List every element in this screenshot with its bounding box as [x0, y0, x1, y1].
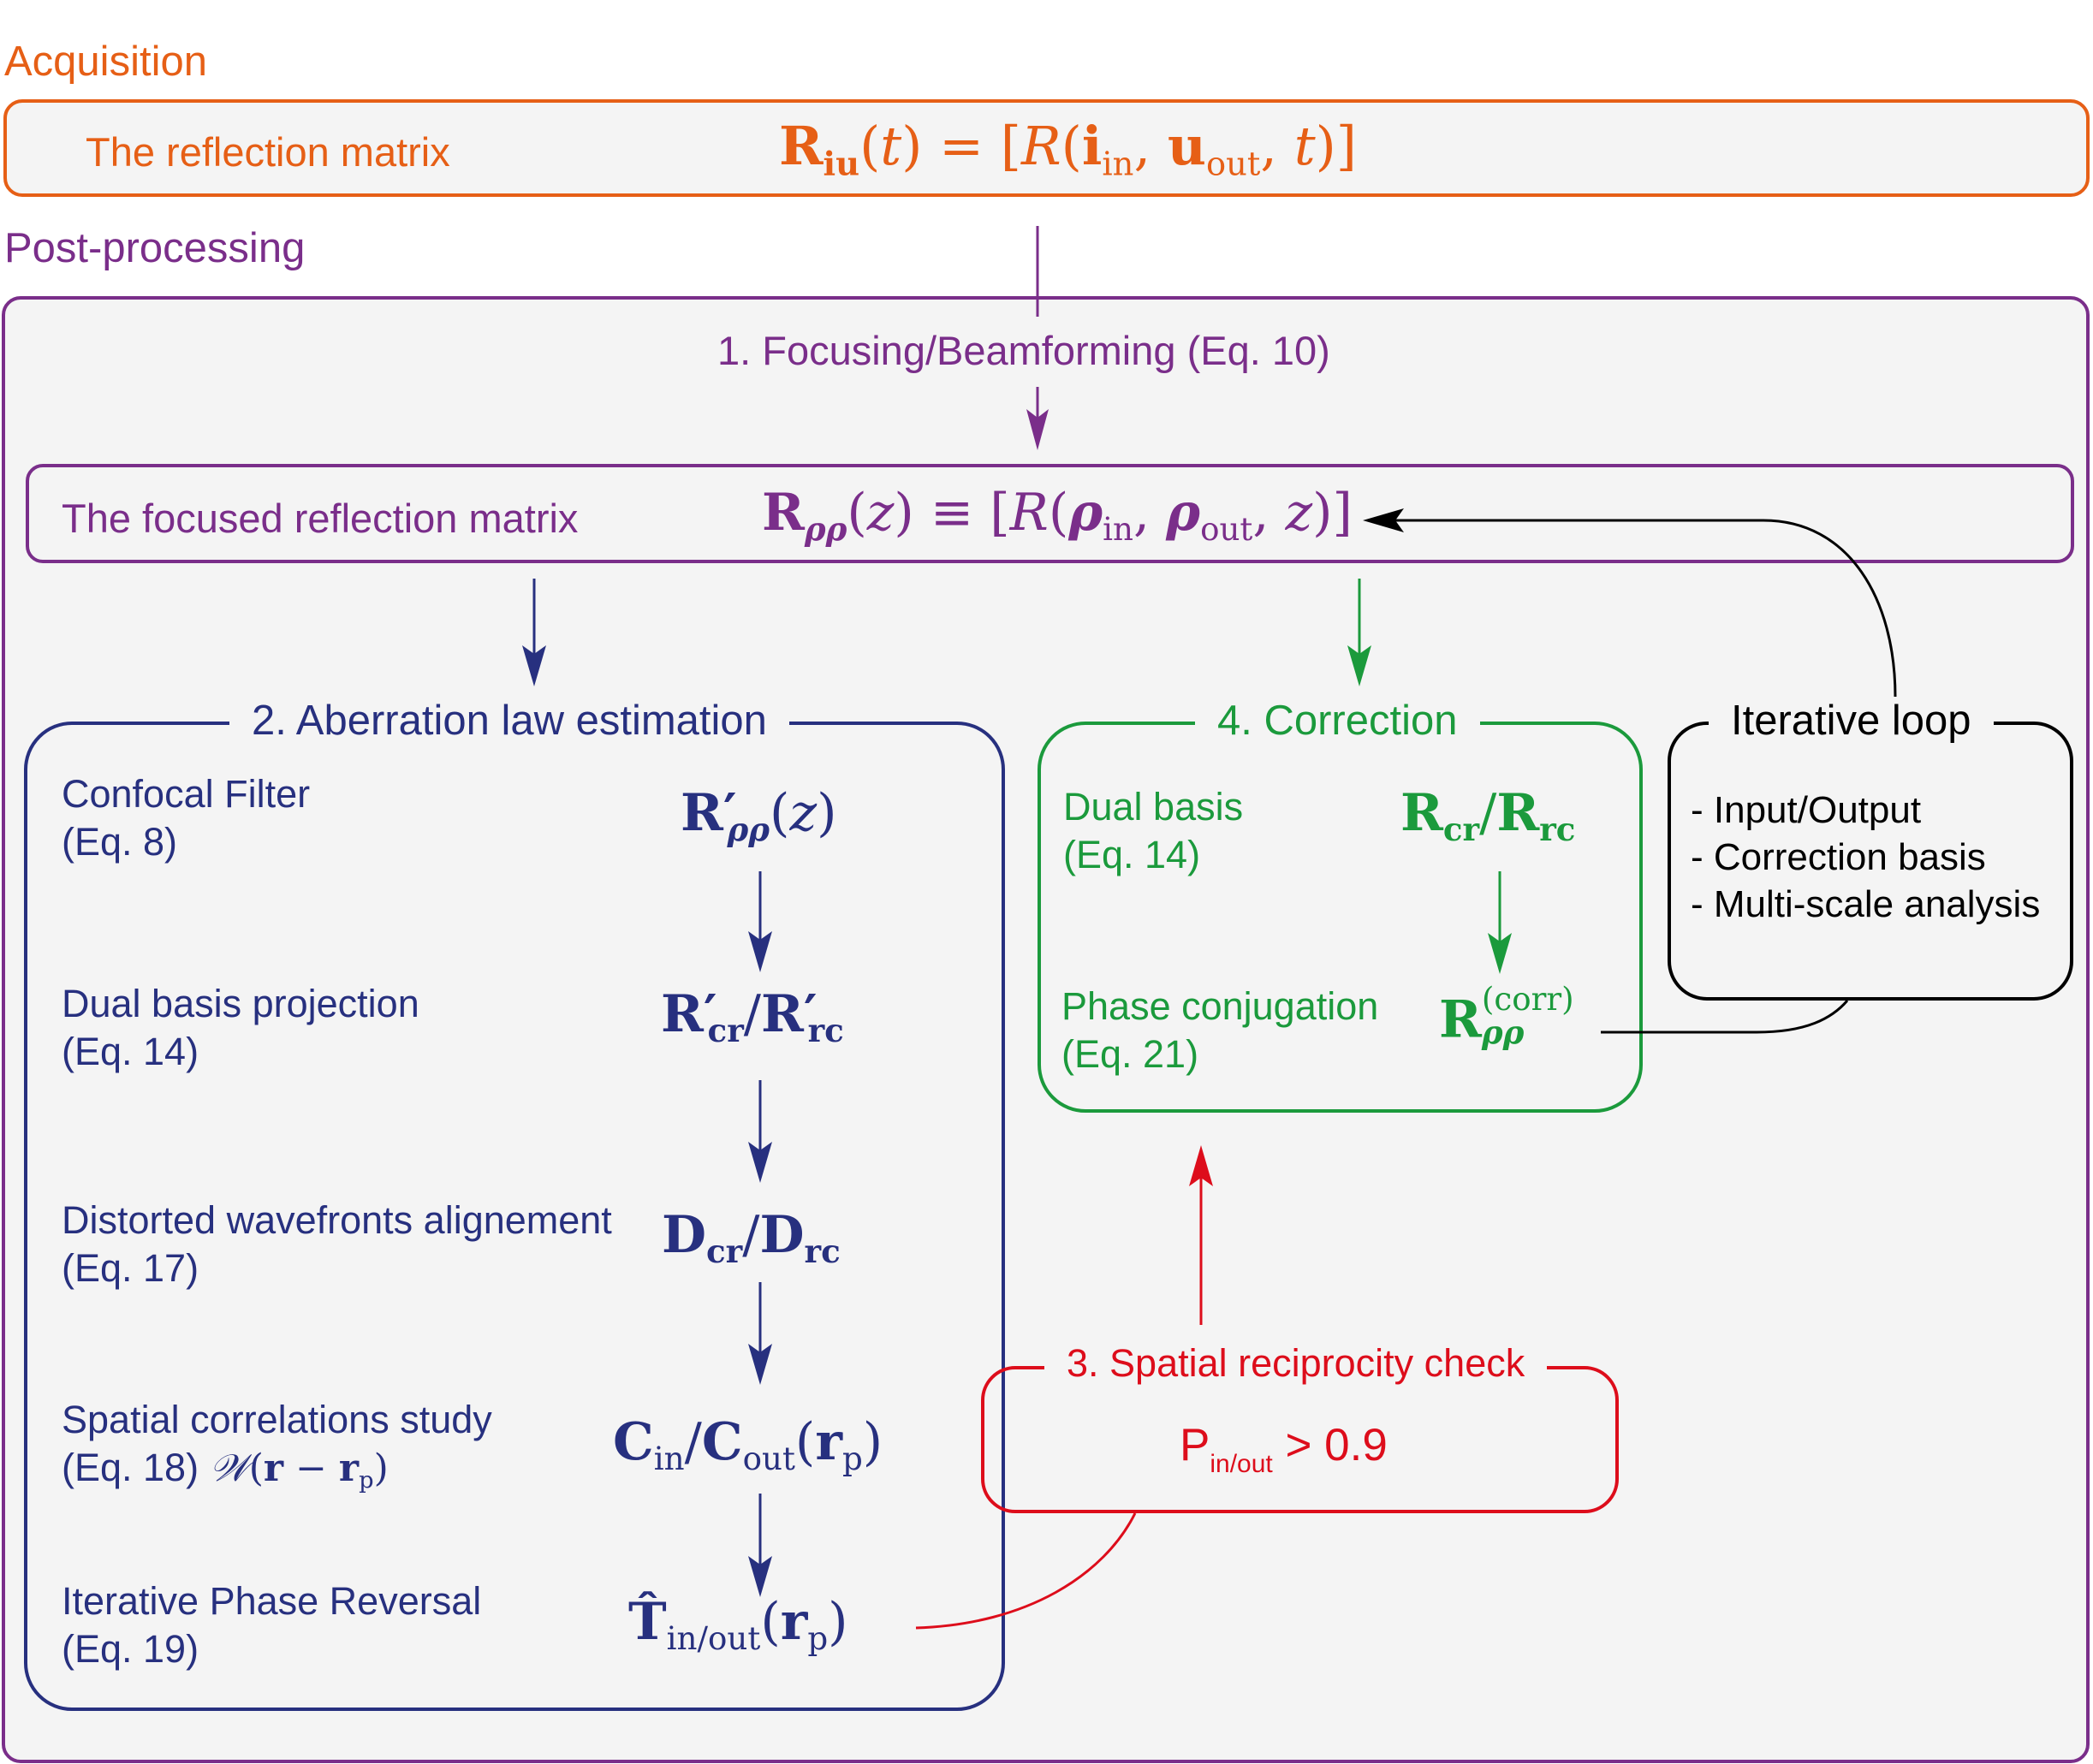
spatial-correlations-math: Cin/Cout(rp) [613, 1412, 883, 1477]
curve-phase-reversal-to-reciprocity [915, 1512, 1137, 1630]
phase-reversal-math: T̂in/out(rp) [628, 1592, 848, 1657]
iterative-loop-title: Iterative loop [1709, 697, 1994, 745]
loop-item-input-output: - Input/Output [1691, 789, 1922, 831]
dual-basis-projection-label: Dual basis projection(Eq. 14) [62, 982, 419, 1073]
post-processing-section-label: Post-processing [4, 225, 306, 271]
confocal-filter-label: Confocal Filter(Eq. 8) [62, 772, 311, 864]
dual-basis-projection-math: R′cr/R′rc [661, 984, 844, 1049]
focused-matrix-label: The focused reflection matrix [62, 496, 579, 541]
loop-item-correction-basis: - Correction basis [1691, 836, 1986, 878]
aberration-title: 2. Aberration law estimation [229, 697, 789, 745]
reflection-matrix-equation: Riu(t) = [R(iin, uout, t)] [779, 115, 1357, 184]
phase-conjugation-label: Phase conjugation(Eq. 21) [1061, 984, 1379, 1076]
acquisition-section-label: Acquisition [4, 39, 207, 85]
curve-loop-to-focused-matrix [1388, 519, 1897, 698]
reflection-matrix-label: The reflection matrix [86, 129, 450, 175]
dual-basis-label: Dual basis(Eq. 14) [1063, 785, 1244, 876]
focused-matrix-box: The focused reflection matrix Rρρ(z) ≡ [… [26, 464, 2074, 563]
confocal-filter-math: R′ρρ(z) [681, 783, 837, 848]
correction-title: 4. Correction [1195, 697, 1480, 745]
iterative-loop-list: - Input/Output - Correction basis - Mult… [1691, 787, 2040, 928]
loop-item-multiscale: - Multi-scale analysis [1691, 883, 2041, 925]
spatial-correlations-label: Spatial correlations study (Eq. 18) 𝒲(r … [62, 1398, 492, 1494]
acquisition-box: The reflection matrix Riu(t) = [R(iin, u… [3, 99, 2090, 197]
reciprocity-title: 3. Spatial reciprocity check [1044, 1341, 1548, 1386]
phase-conjugation-math: R(corr)ρρ [1439, 980, 1574, 1052]
focused-matrix-equation: Rρρ(z) ≡ [R(ρin, ρout, z)] [762, 483, 1353, 548]
phase-reversal-label: Iterative Phase Reversal(Eq. 19) [62, 1579, 482, 1671]
dual-basis-math: Rcr/Rrc [1400, 783, 1576, 848]
wavefronts-alignment-math: Dcr/Drc [662, 1205, 841, 1270]
focusing-step-label: 1. Focusing/Beamforming (Eq. 10) [714, 327, 1334, 374]
reciprocity-condition: Pin/out > 0.9 [1180, 1420, 1388, 1478]
curve-correction-to-loop [1601, 1000, 1849, 1034]
wavefronts-alignment-label: Distorted wavefronts alignement(Eq. 17) [62, 1198, 612, 1290]
